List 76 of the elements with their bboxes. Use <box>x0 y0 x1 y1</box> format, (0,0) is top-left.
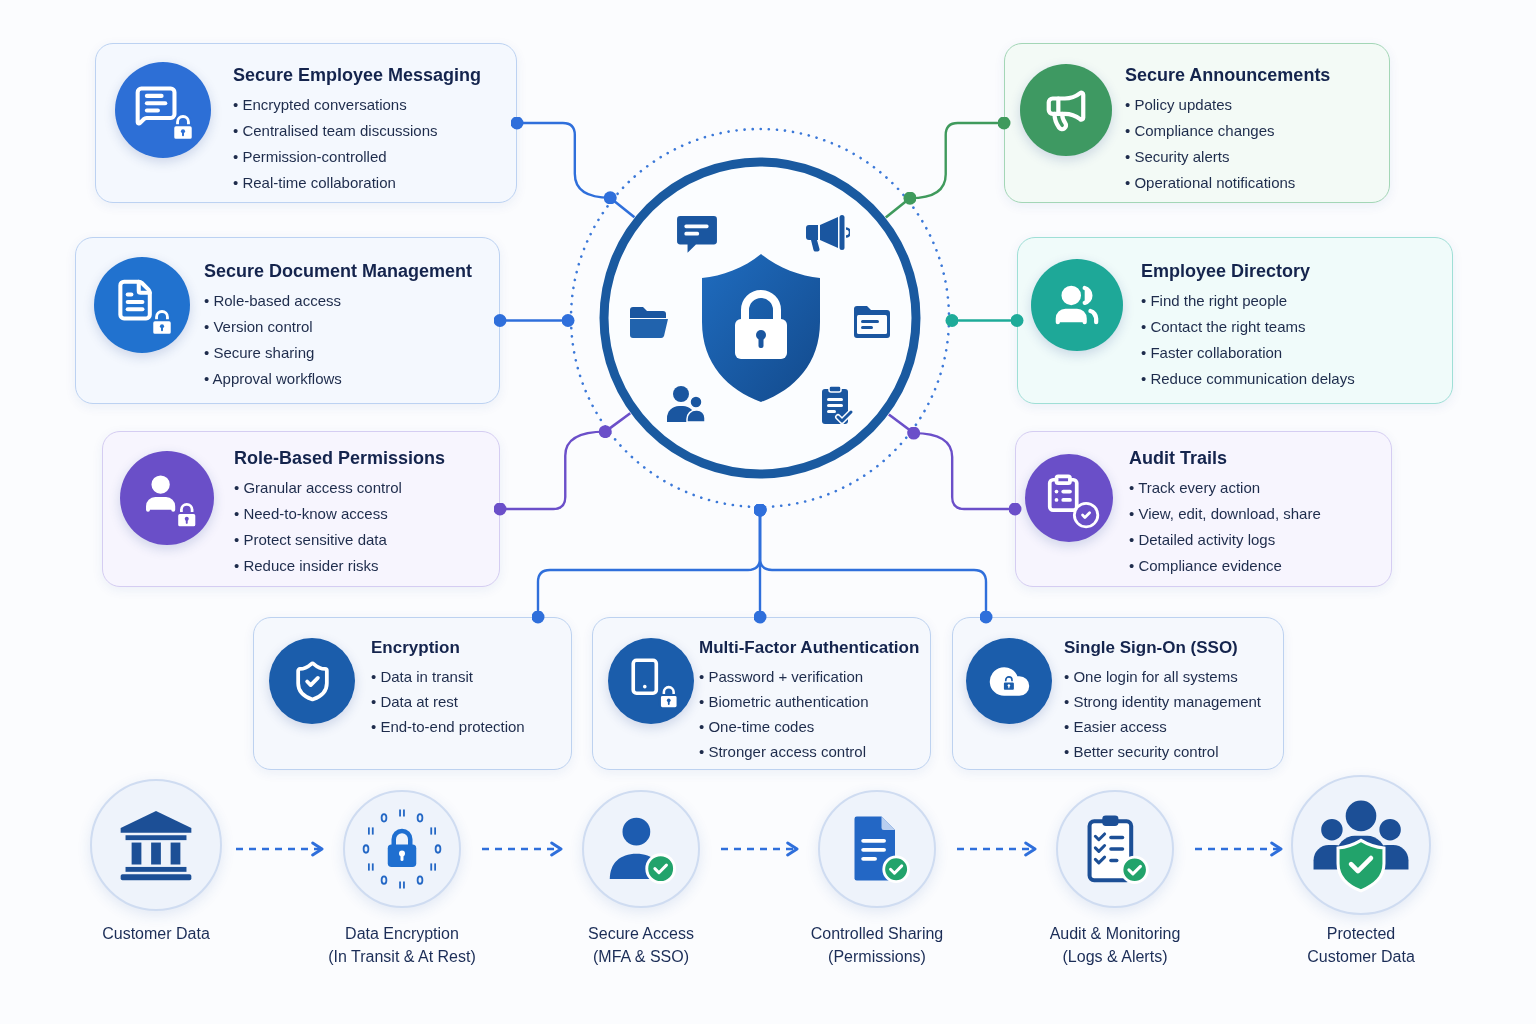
bullet-item: • Strong identity management <box>1064 692 1262 712</box>
feature-card <box>253 617 572 770</box>
bullet-item: • Role-based access <box>204 291 341 311</box>
feature-card <box>75 237 500 404</box>
connector-line <box>493 314 575 327</box>
bullet-item: • Granular access control <box>234 478 402 498</box>
dashed-arrow <box>957 841 1037 857</box>
step-label: Secure Access <box>588 924 694 944</box>
dashed-arrow <box>482 841 563 857</box>
step-label: (Permissions) <box>828 947 926 967</box>
bullet-item: • One login for all systems <box>1064 667 1238 687</box>
bullet-item: • Data at rest <box>371 692 458 712</box>
bullet-item: • Real-time collaboration <box>233 173 396 193</box>
bullet-item: • Biometric authentication <box>699 692 869 712</box>
bullet-item: • Password + verification <box>699 667 864 687</box>
feature-card <box>1004 43 1390 203</box>
bullet-item: • Secure sharing <box>204 343 315 363</box>
step-label: (MFA & SSO) <box>593 947 689 967</box>
bullet-item: • Operational notifications <box>1125 173 1296 193</box>
step-label: (Logs & Alerts) <box>1062 947 1168 967</box>
bullet-item: • Security alerts <box>1125 147 1230 167</box>
bullet-item: • Better security control <box>1064 742 1219 762</box>
feature-card <box>102 431 500 587</box>
bullet-item: • Reduce insider risks <box>234 556 379 576</box>
bullet-item: • Faster collaboration <box>1141 343 1283 363</box>
bullet-item: • Policy updates <box>1125 95 1232 115</box>
card-title: Secure Employee Messaging <box>233 64 482 87</box>
connector-line <box>945 314 1024 327</box>
bullet-item: • End-to-end protection <box>371 717 525 737</box>
feature-card <box>95 43 517 203</box>
card-title: Secure Document Management <box>204 260 473 283</box>
bullet-item: • Reduce communication delays <box>1141 369 1355 389</box>
bullet-item: • Permission-controlled <box>233 147 387 167</box>
step-label: Data Encryption <box>345 924 459 944</box>
step-label: Controlled Sharing <box>810 924 944 944</box>
connector-line <box>493 425 612 516</box>
bullet-item: • Find the right people <box>1141 291 1288 311</box>
bullet-item: • Compliance evidence <box>1129 556 1282 576</box>
bullet-item: • Approval workflows <box>204 369 342 389</box>
dashed-arrow <box>721 841 799 857</box>
step-label: (In Transit & At Rest) <box>328 947 476 967</box>
bullet-item: • Easier access <box>1064 717 1167 737</box>
step-label: Audit & Monitoring <box>1049 924 1181 944</box>
feature-card <box>592 617 931 770</box>
bullet-item: • Contact the right teams <box>1141 317 1306 337</box>
bullet-item: • One-time codes <box>699 717 815 737</box>
bullet-item: • Version control <box>204 317 313 337</box>
card-title: Audit Trails <box>1129 447 1227 470</box>
bullet-item: • Stronger access control <box>699 742 866 762</box>
bullet-item: • Detailed activity logs <box>1129 530 1276 550</box>
bullet-item: • Need-to-know access <box>234 504 388 524</box>
feature-card <box>952 617 1284 770</box>
bullet-item: • Track every action <box>1129 478 1261 498</box>
connector-line <box>510 116 617 205</box>
connector-line <box>907 426 1022 516</box>
dashed-arrow <box>236 841 324 857</box>
bullet-item: • Protect sensitive data <box>234 530 387 550</box>
bullet-item: • Encrypted conversations <box>233 95 407 115</box>
card-title: Single Sign-On (SSO) <box>1064 637 1238 659</box>
hub-circle <box>568 126 952 510</box>
bullet-item: • Compliance changes <box>1125 121 1275 141</box>
card-title: Role-Based Permissions <box>234 447 446 470</box>
bullet-item: • View, edit, download, share <box>1129 504 1321 524</box>
bullet-item: • Data in transit <box>371 667 473 687</box>
feature-card <box>1017 237 1453 404</box>
bullet-item: • Centralised team discussions <box>233 121 438 141</box>
step-label: Protected Customer Data <box>1306 924 1416 967</box>
card-title: Employee Directory <box>1141 260 1311 283</box>
step-label: Customer Data <box>102 924 210 944</box>
feature-card <box>1015 431 1392 587</box>
dashed-arrow <box>1195 841 1283 857</box>
connector-line <box>903 116 1011 205</box>
card-title: Secure Announcements <box>1125 64 1331 87</box>
card-title: Multi-Factor Authentication <box>699 637 920 659</box>
connector-line <box>753 503 993 624</box>
card-title: Encryption <box>371 637 460 659</box>
